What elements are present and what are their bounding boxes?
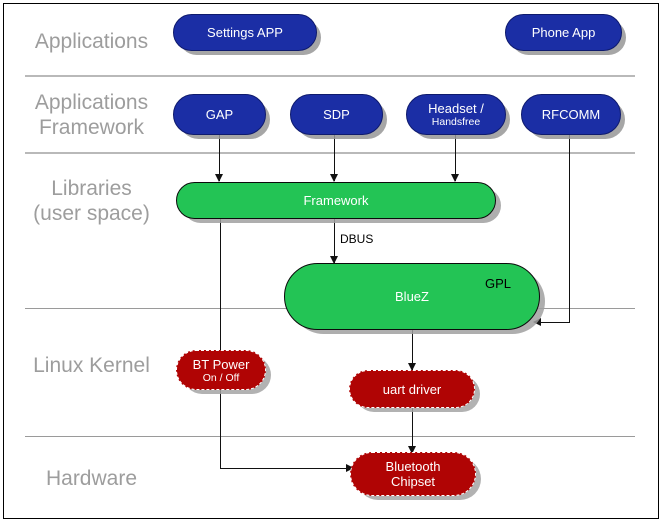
edge-framework-trunk-horizontal	[220, 468, 352, 469]
arrowhead-rfcomm-bluez	[533, 318, 541, 326]
node-sdp-label: SDP	[323, 107, 350, 122]
edge-rfcomm-vertical	[569, 135, 570, 323]
node-rfcomm[interactable]: RFCOMM	[521, 94, 621, 135]
node-framework[interactable]: Framework	[176, 182, 496, 219]
arrowhead-sdp-framework	[330, 174, 338, 182]
node-headset-handsfree-sublabel: Handsfree	[431, 116, 481, 128]
arrowhead-framework-bluez	[330, 256, 338, 264]
edge-sdp-to-framework	[334, 135, 335, 181]
node-bluetooth-chipset-label: Bluetooth	[385, 459, 441, 474]
node-bluez-label: BlueZ	[395, 289, 429, 304]
node-headset-handsfree[interactable]: Headset / Handsfree	[406, 94, 506, 135]
node-bt-power-sublabel: On / Off	[202, 371, 240, 384]
arrowhead-uart-chipset	[408, 446, 416, 454]
node-rfcomm-label: RFCOMM	[541, 107, 601, 122]
node-settings-app-label: Settings APP	[207, 25, 283, 40]
node-gap[interactable]: GAP	[173, 94, 266, 135]
edge-bluez-to-uart	[412, 330, 413, 370]
edge-label-dbus: DBUS	[340, 232, 374, 246]
layer-label-libraries: Libraries (user space)	[33, 177, 150, 225]
node-sdp[interactable]: SDP	[290, 94, 383, 135]
separator-applications-framework	[25, 152, 635, 154]
node-uart-driver-label: uart driver	[382, 381, 442, 397]
node-phone-app[interactable]: Phone App	[505, 14, 622, 51]
node-framework-label: Framework	[303, 193, 369, 208]
edge-framework-trunk-vertical	[220, 219, 221, 469]
node-bt-power-label: BT Power	[192, 356, 250, 372]
layer-label-applications-framework: Applications Framework	[34, 91, 149, 139]
node-bt-power[interactable]: BT Power On / Off	[176, 350, 266, 390]
arrowhead-bluez-uart	[408, 363, 416, 371]
edge-gap-to-framework	[219, 135, 220, 181]
edge-framework-to-bluez	[334, 219, 335, 263]
node-phone-app-label: Phone App	[531, 25, 596, 40]
edge-headset-to-framework	[455, 135, 456, 181]
node-settings-app[interactable]: Settings APP	[173, 14, 317, 51]
edge-rfcomm-horizontal	[540, 322, 570, 323]
node-bluez-license-tag: GPL	[484, 276, 511, 291]
node-gap-label: GAP	[205, 107, 234, 122]
arrowhead-headset-framework	[451, 174, 459, 182]
arrowhead-gap-framework	[215, 174, 223, 182]
edge-uart-to-chipset	[412, 408, 413, 452]
node-headset-handsfree-label: Headset /	[428, 101, 484, 116]
separator-linux-kernel	[25, 436, 635, 437]
layer-label-hardware: Hardware	[45, 467, 138, 490]
separator-applications	[25, 75, 635, 77]
node-bluetooth-chipset-sublabel: Chipset	[390, 474, 436, 489]
node-uart-driver[interactable]: uart driver	[349, 370, 475, 408]
node-bluetooth-chipset[interactable]: Bluetooth Chipset	[350, 452, 476, 496]
layer-label-applications: Applications	[34, 30, 149, 53]
layer-label-linux-kernel: Linux Kernel	[33, 354, 150, 377]
node-bluez[interactable]: GPL BlueZ	[284, 263, 540, 330]
